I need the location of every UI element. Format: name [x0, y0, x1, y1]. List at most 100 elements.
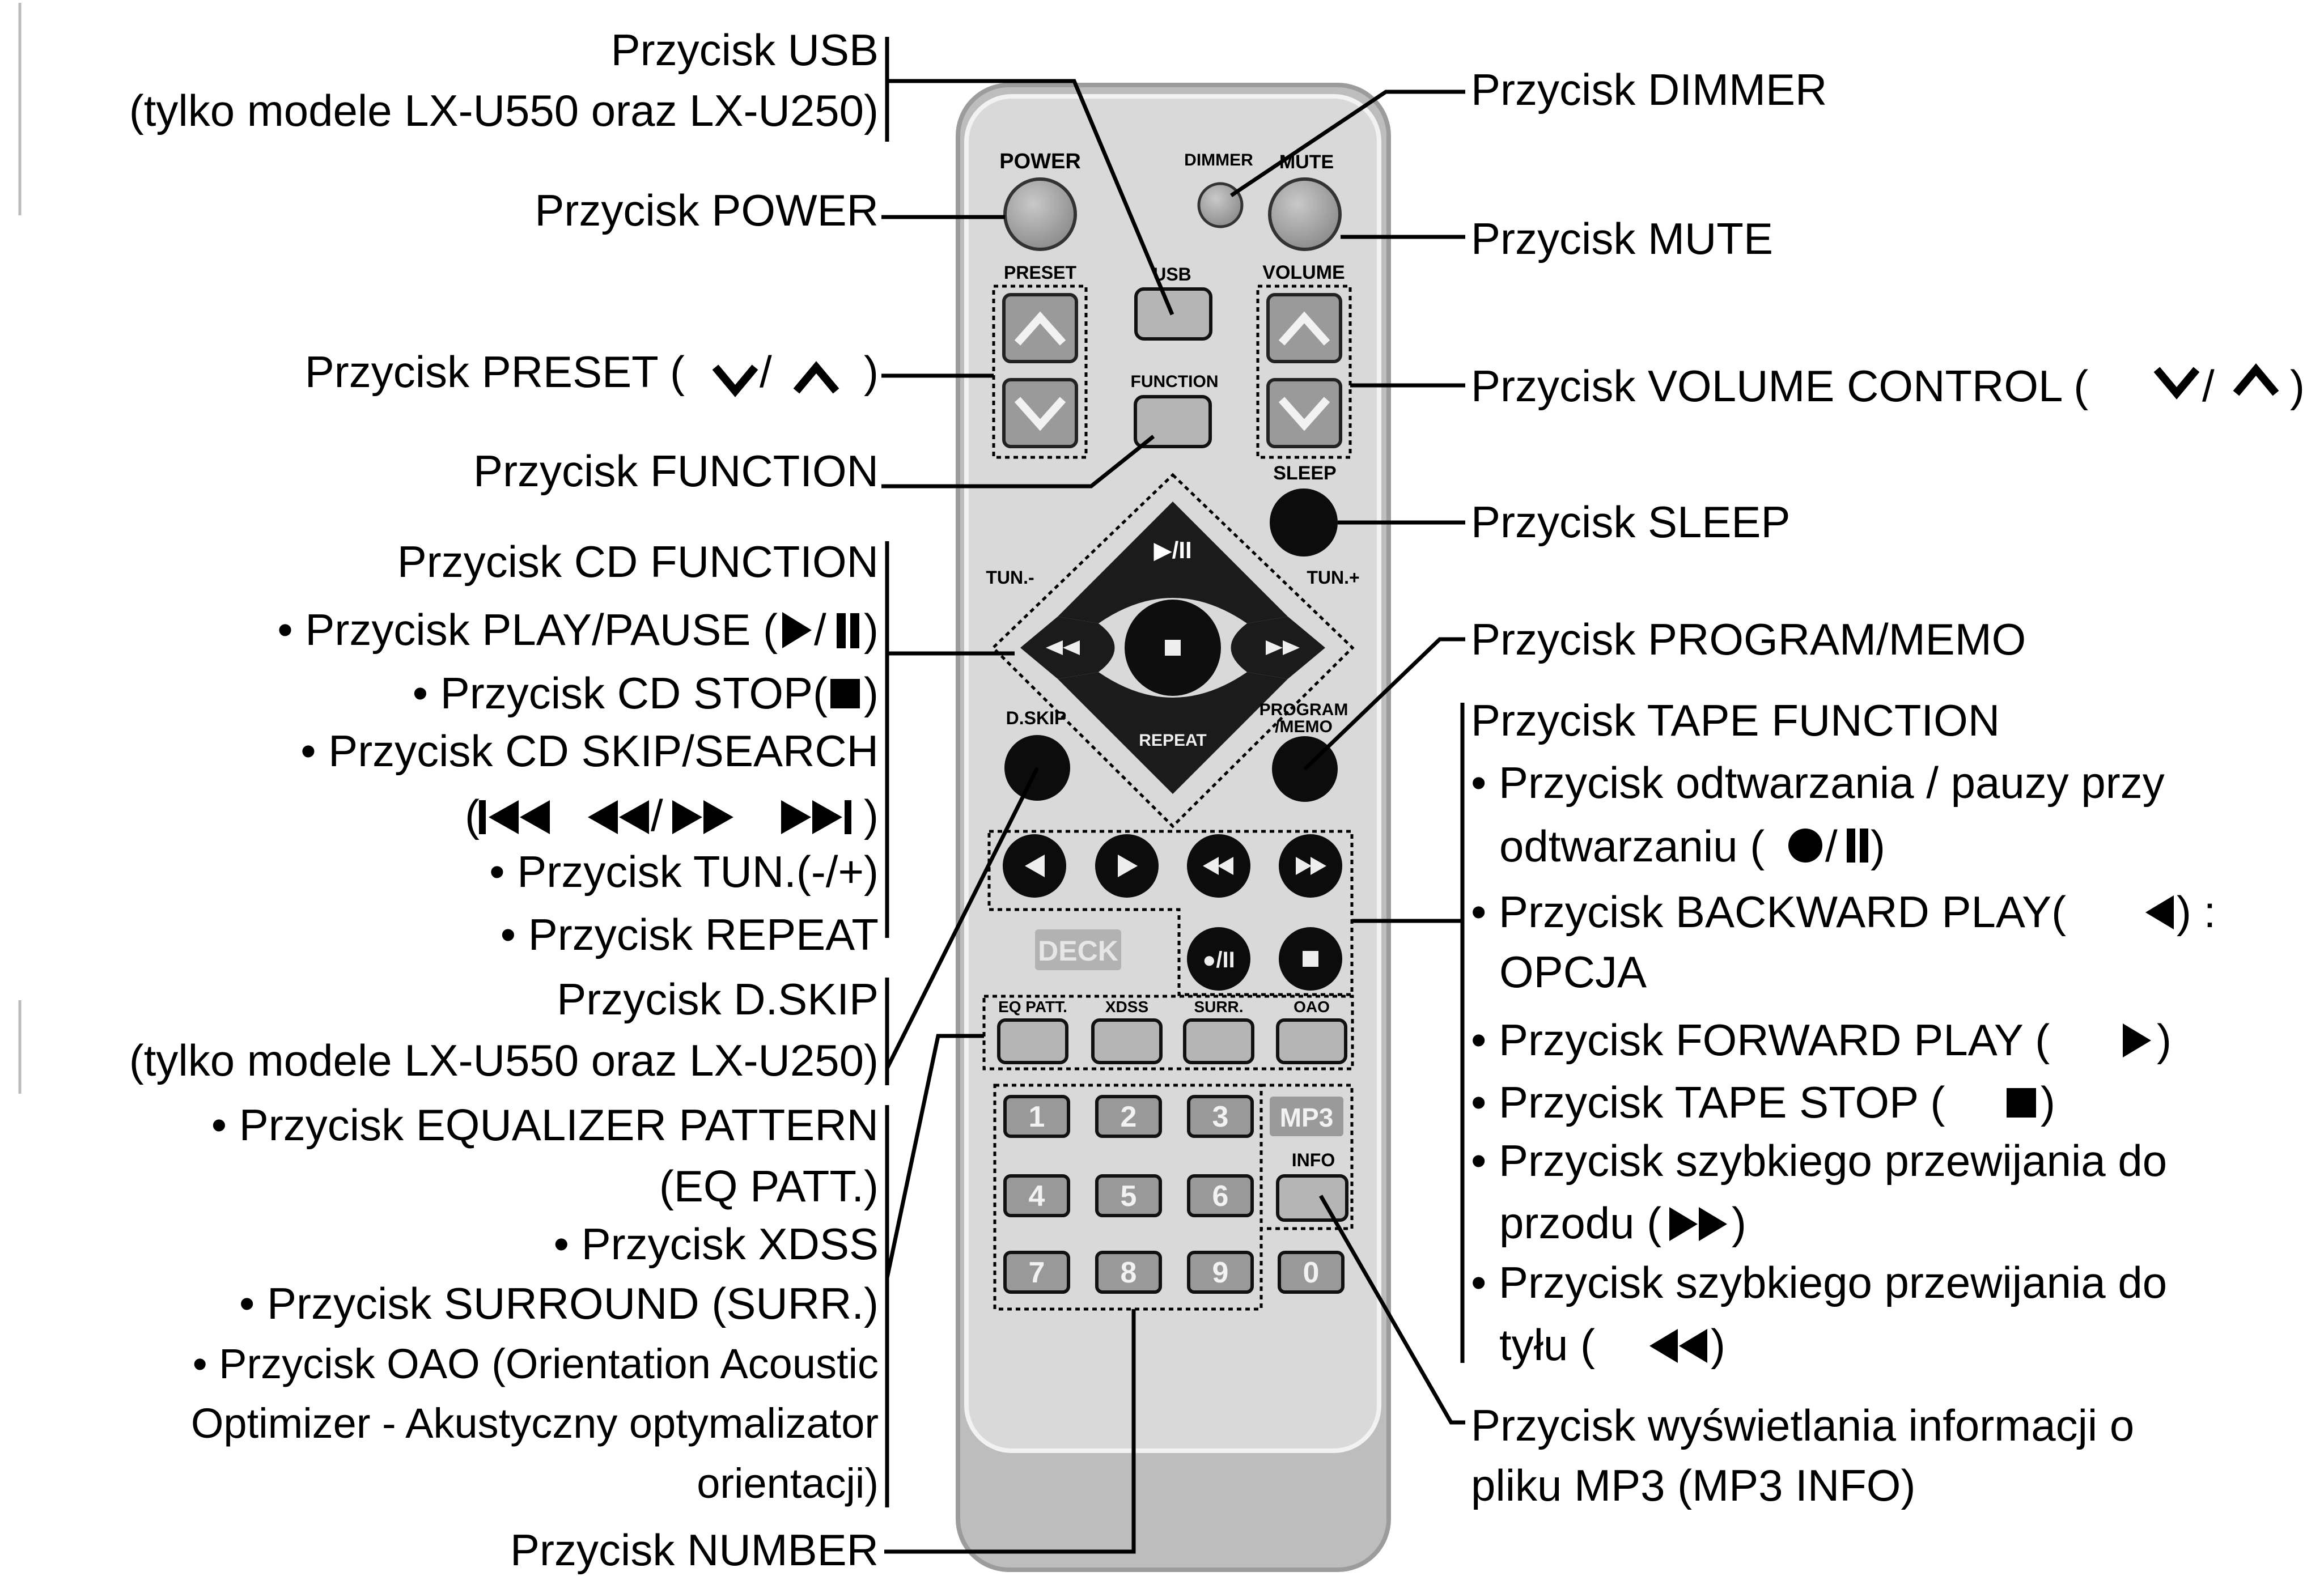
tape-forward-play-button[interactable]	[1095, 834, 1159, 898]
svg-text:) :: ) :	[2177, 887, 2216, 937]
svg-text:przodu (: przodu (	[1499, 1198, 1661, 1248]
cd-repeat-text: REPEAT	[1139, 731, 1206, 750]
label-repeat: • Przycisk REPEAT	[501, 910, 879, 959]
preset-up-button[interactable]	[1002, 293, 1078, 363]
label-power: Przycisk POWER	[535, 185, 879, 235]
volume-down-button[interactable]	[1266, 378, 1342, 448]
label-oao-2: Optimizer - Akustyczny optymalizator	[191, 1400, 879, 1447]
label-oao-1: • Przycisk OAO (Orientation Acoustic	[193, 1340, 879, 1387]
cd-play-pause-button[interactable]	[1058, 502, 1288, 623]
number-key-0[interactable]: 0	[1278, 1251, 1345, 1294]
number-key-2-text: 2	[1121, 1101, 1137, 1133]
svg-text:): )	[2290, 361, 2305, 411]
label-ffwd-2: przodu ( )	[1499, 1198, 1746, 1248]
label-mp3info-2: pliku MP3 (MP3 INFO)	[1471, 1460, 1915, 1510]
number-key-4[interactable]: 4	[1003, 1174, 1070, 1217]
cd-play-pause-text: ▶/II	[1153, 537, 1191, 563]
tape-backward-play-button[interactable]	[1003, 834, 1066, 898]
number-key-9-text: 9	[1212, 1256, 1229, 1289]
pause-icon	[1847, 829, 1855, 863]
mp3-badge-text: MP3	[1280, 1103, 1334, 1132]
cd-repeat-button[interactable]	[1058, 672, 1288, 794]
remote-eqpatt-label: EQ PATT.	[998, 998, 1067, 1016]
remote-volume-label: VOLUME	[1262, 262, 1345, 283]
tape-rewind-button[interactable]	[1187, 834, 1250, 898]
chevron-down-icon	[1278, 397, 1330, 431]
tape-play-pause-button[interactable]: ●/II	[1187, 927, 1250, 991]
label-rew-1: • Przycisk szybkiego przewijania do	[1471, 1258, 2167, 1307]
surr-button[interactable]	[1183, 1018, 1254, 1064]
mute-button[interactable]	[1268, 177, 1342, 251]
label-mute: Przycisk MUTE	[1471, 214, 1773, 264]
remote-dskip-label: D.SKIP	[1006, 708, 1067, 728]
remote-oao-label: OAO	[1294, 998, 1330, 1016]
right-labels: Przycisk DIMMER Przycisk MUTE Przycisk V…	[1471, 65, 2305, 1510]
remote-sleep-label: SLEEP	[1273, 462, 1336, 484]
stop-icon	[2007, 1088, 2036, 1118]
xdss-button[interactable]	[1091, 1018, 1163, 1064]
label-program: Przycisk PROGRAM/MEMO	[1471, 614, 2026, 664]
number-key-3-text: 3	[1212, 1101, 1229, 1133]
play-left-icon	[2145, 895, 2174, 929]
label-dimmer: Przycisk DIMMER	[1471, 65, 1827, 114]
label-mp3info-1: Przycisk wyświetlania informacji o	[1471, 1400, 2134, 1450]
number-key-1-text: 1	[1029, 1101, 1045, 1133]
fast-forward-icon	[1296, 857, 1326, 875]
svg-text:): )	[1732, 1198, 1746, 1248]
number-key-2[interactable]: 2	[1095, 1095, 1162, 1138]
power-button[interactable]	[1003, 177, 1077, 251]
svg-text:/: /	[760, 347, 772, 397]
label-xdss: • Przycisk XDSS	[554, 1219, 879, 1269]
number-key-1[interactable]: 1	[1003, 1095, 1070, 1138]
rewind-icon	[1649, 1329, 1707, 1363]
tape-fast-forward-button[interactable]	[1279, 834, 1342, 898]
rewind-icon	[1203, 857, 1233, 875]
label-oao-3: orientacji)	[697, 1460, 879, 1507]
svg-text:(: (	[465, 791, 480, 840]
svg-text:Przycisk VOLUME CONTROL (: Przycisk VOLUME CONTROL (	[1471, 361, 2088, 411]
chevron-up-icon	[2233, 363, 2279, 396]
preset-down-button[interactable]	[1002, 378, 1078, 448]
number-key-6[interactable]: 6	[1187, 1174, 1254, 1217]
label-volume: Przycisk VOLUME CONTROL ( / )	[1471, 361, 2305, 411]
rewind-icon	[1046, 640, 1080, 655]
tape-group	[987, 830, 1354, 996]
remote-surr-label: SURR.	[1194, 998, 1243, 1016]
mp3-info-button[interactable]	[1276, 1174, 1348, 1222]
svg-text:/: /	[814, 605, 826, 655]
number-key-9[interactable]: 9	[1187, 1251, 1254, 1294]
function-button[interactable]	[1134, 395, 1212, 448]
svg-text:/: /	[651, 791, 663, 840]
chevron-up-icon	[793, 361, 839, 394]
stop-icon	[1165, 640, 1181, 656]
number-key-5[interactable]: 5	[1095, 1174, 1162, 1217]
remote-function-label: FUNCTION	[1131, 372, 1219, 391]
play-right-icon	[2123, 1023, 2151, 1057]
number-key-5-text: 5	[1121, 1180, 1137, 1213]
label-tape-stop: • Przycisk TAPE STOP ( )	[1471, 1077, 2055, 1127]
label-sleep: Przycisk SLEEP	[1471, 497, 1790, 547]
number-key-8[interactable]: 8	[1095, 1251, 1162, 1294]
svg-text:): )	[1871, 821, 1885, 871]
skip-back-icon	[479, 800, 486, 834]
volume-up-button[interactable]	[1266, 293, 1342, 363]
label-eq-1: • Przycisk EQUALIZER PATTERN	[211, 1100, 879, 1150]
svg-text:• Przycisk BACKWARD PLAY(: • Przycisk BACKWARD PLAY(	[1471, 887, 2066, 937]
deck-badge-text: DECK	[1038, 935, 1118, 967]
fast-forward-icon	[672, 800, 733, 834]
tape-stop-button[interactable]	[1279, 927, 1342, 991]
label-tape-play-1: • Przycisk odtwarzania / pauzy przy	[1471, 758, 2165, 808]
mp3-badge	[1270, 1097, 1343, 1136]
oao-button[interactable]	[1276, 1018, 1347, 1064]
dimmer-button[interactable]	[1197, 182, 1244, 228]
number-key-7[interactable]: 7	[1003, 1251, 1070, 1294]
leader-lines	[18, 3, 1465, 1554]
eq-patt-button[interactable]	[997, 1018, 1068, 1064]
chevron-up-icon	[1278, 311, 1330, 346]
label-usb-note: (tylko modele LX-U550 oraz LX-U250)	[129, 86, 879, 135]
pause-icon	[837, 613, 846, 648]
number-key-3[interactable]: 3	[1187, 1095, 1254, 1138]
sleep-button[interactable]	[1270, 488, 1338, 557]
remote-power-label: POWER	[999, 150, 1081, 173]
